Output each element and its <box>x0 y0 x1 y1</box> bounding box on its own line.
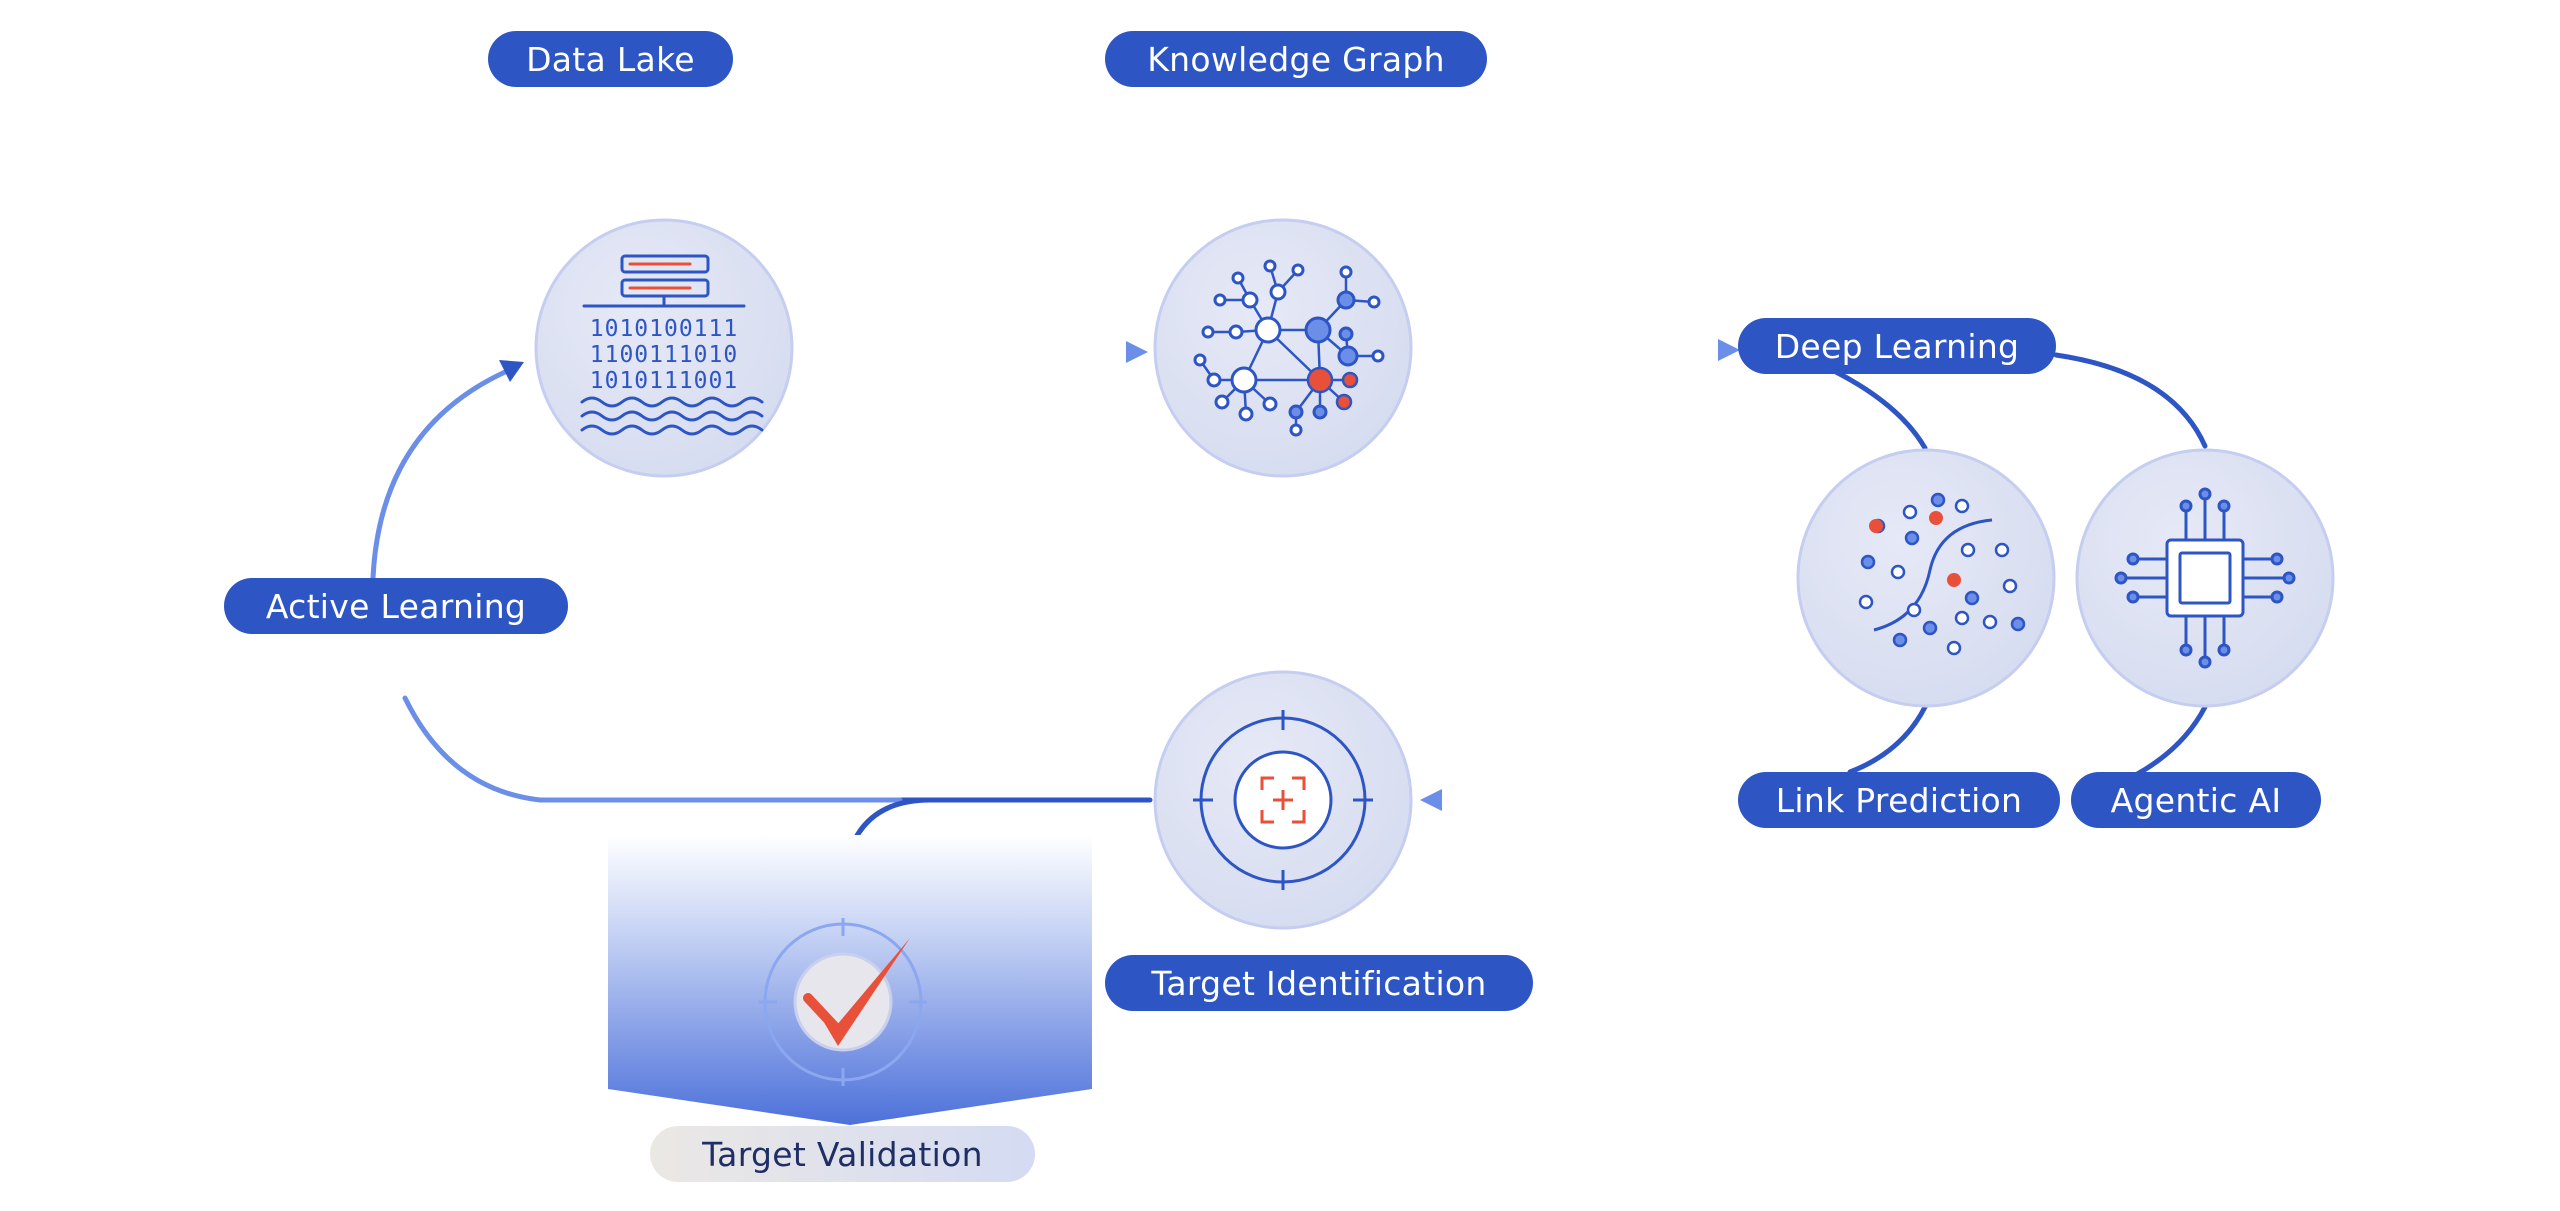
binary-row-3: 1010111001 <box>590 368 738 394</box>
processor-chip-icon <box>2114 487 2296 669</box>
arrowhead-graph <box>1126 341 1148 363</box>
label-deep-learning: Deep Learning <box>1738 318 2056 374</box>
label-target-identification: Target Identification <box>1105 955 1533 1011</box>
network-graph-icon <box>1193 259 1385 437</box>
arc-link-bottom <box>1847 704 1928 775</box>
server-binary-waves-icon <box>580 254 764 436</box>
arc-deeplearning-to-agentic <box>2053 352 2208 449</box>
agentic-ai-node <box>2075 448 2335 708</box>
binary-row-1: 1010100111 <box>590 316 738 342</box>
link-prediction-node <box>1796 448 2056 708</box>
label-link-prediction: Link Prediction <box>1738 772 2060 828</box>
crosshair-target-icon <box>1193 710 1373 890</box>
label-active-learning: Active Learning <box>224 578 568 634</box>
target-identification-node <box>1153 670 1413 930</box>
knowledge-graph-node <box>1153 218 1413 478</box>
binary-row-2: 1100111010 <box>590 342 738 368</box>
arc-deeplearning-to-link <box>1833 369 1928 451</box>
label-agentic-ai: Agentic AI <box>2071 772 2321 828</box>
arrowhead-deeplearning <box>1718 339 1740 361</box>
validated-checkmark-icon <box>759 918 927 1086</box>
arrowhead-identification <box>1420 789 1442 811</box>
arrowhead-datalake <box>499 360 524 382</box>
line-loop-to-active <box>402 695 903 803</box>
label-data-lake: Data Lake <box>488 31 733 87</box>
data-lake-node: 1010100111 1100111010 1010111001 <box>534 218 794 478</box>
label-target-validation: Target Validation <box>650 1126 1035 1182</box>
scatter-decision-curve-icon <box>1858 492 2026 656</box>
arrow-active-to-datalake <box>370 369 508 581</box>
label-knowledge-graph: Knowledge Graph <box>1105 31 1487 87</box>
